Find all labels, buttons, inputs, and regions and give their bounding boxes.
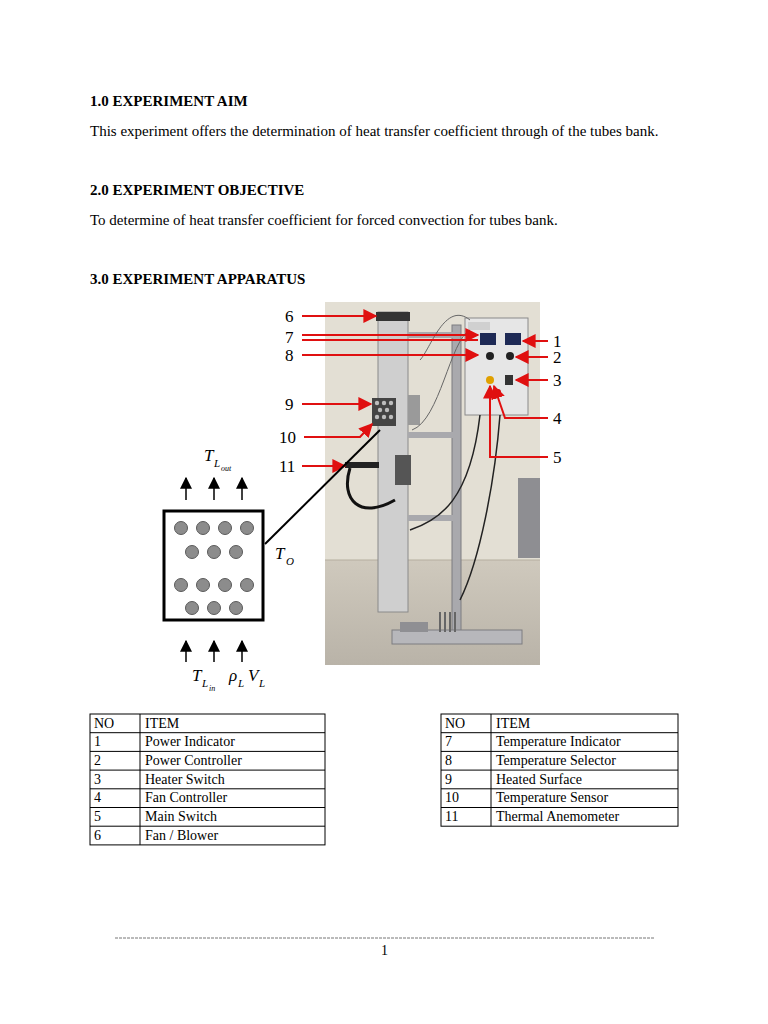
symbol: T	[192, 666, 201, 686]
table-rule	[441, 732, 678, 733]
symbol: V	[248, 666, 258, 686]
table-item: Heated Surface	[496, 772, 582, 788]
table-rule	[90, 807, 325, 808]
footer-rule	[115, 938, 655, 939]
symbol-subscript: out	[221, 464, 231, 473]
body-text: To determine of heat transfer coefficien…	[90, 212, 558, 229]
table-border	[90, 714, 325, 845]
callout-number: 5	[553, 448, 562, 468]
table-item: Fan Controller	[145, 790, 227, 806]
table-number: 10	[445, 790, 459, 806]
table-border	[441, 714, 678, 826]
section-heading: 2.0 EXPERIMENT OBJECTIVE	[90, 182, 304, 199]
table-item: Power Indicator	[145, 734, 235, 750]
symbol-subscript: O	[286, 555, 294, 568]
section-heading: 1.0 EXPERIMENT AIM	[90, 93, 248, 110]
table-rule	[90, 751, 325, 752]
tube-bank-schematic	[164, 430, 380, 662]
callout-number: 3	[553, 371, 562, 391]
table-rule	[90, 788, 325, 789]
table-rule	[441, 807, 678, 808]
table-rule	[441, 770, 678, 771]
callout-arrows	[302, 316, 548, 466]
table-rule	[140, 714, 141, 845]
callout-number: 2	[553, 348, 562, 368]
symbol-subscript: L	[214, 457, 220, 470]
body-text: This experiment offers the determination…	[90, 123, 658, 140]
table-number: 11	[445, 809, 458, 825]
table-number: 7	[445, 734, 452, 750]
symbol-subscript: in	[209, 684, 215, 693]
table-item: Power Controller	[145, 753, 242, 769]
table-item: Temperature Selector	[496, 753, 616, 769]
item-tables	[90, 714, 678, 845]
table-item: Temperature Indicator	[496, 734, 621, 750]
symbol: T	[204, 446, 213, 466]
table-item: Fan / Blower	[145, 828, 218, 844]
table-item: ITEM	[496, 716, 530, 732]
table-rule	[90, 770, 325, 771]
table-number: 9	[445, 772, 452, 788]
table-number: NO	[94, 716, 114, 732]
table-item: Main Switch	[145, 809, 217, 825]
table-rule	[90, 826, 325, 827]
callout-number: 11	[279, 457, 295, 477]
table-item: Temperature Sensor	[496, 790, 608, 806]
apparatus-photo	[325, 302, 540, 665]
symbol: T	[275, 544, 284, 564]
table-number: 1	[94, 734, 101, 750]
table-number: 2	[94, 753, 101, 769]
table-number: 3	[94, 772, 101, 788]
table-item: ITEM	[145, 716, 179, 732]
section-heading: 3.0 EXPERIMENT APPARATUS	[90, 271, 305, 288]
table-number: 6	[94, 828, 101, 844]
callout-number: 10	[279, 428, 296, 448]
callout-number: 7	[285, 328, 294, 348]
table-number: 5	[94, 809, 101, 825]
symbol: ρ	[229, 666, 237, 686]
symbol-subscript: L	[202, 677, 208, 690]
table-number: 4	[94, 790, 101, 806]
table-rule	[441, 751, 678, 752]
table-rule	[90, 732, 325, 733]
callout-number: 9	[285, 395, 294, 415]
table-rule	[441, 788, 678, 789]
callout-number: 8	[285, 346, 294, 366]
callout-number: 6	[285, 307, 294, 327]
symbol-subscript: L	[259, 677, 265, 690]
page-number: 1	[381, 943, 388, 959]
callout-number: 4	[553, 409, 562, 429]
table-item: Heater Switch	[145, 772, 225, 788]
table-number: 8	[445, 753, 452, 769]
table-item: Thermal Anemometer	[496, 809, 619, 825]
table-number: NO	[445, 716, 465, 732]
symbol-subscript: L	[238, 677, 244, 690]
